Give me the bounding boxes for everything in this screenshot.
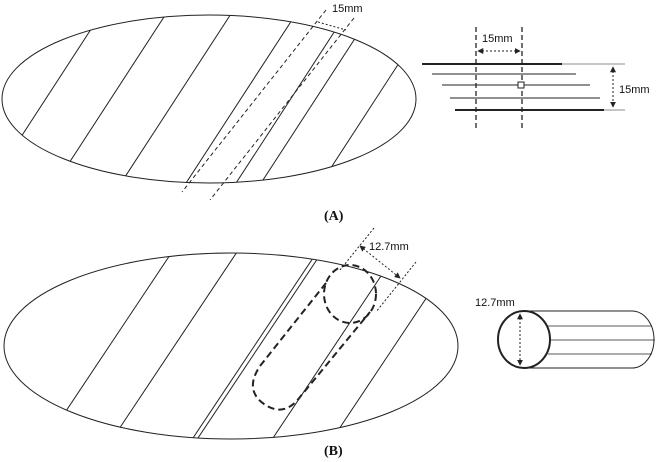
- core-diameter-dimension: [359, 245, 401, 279]
- caption-b: (B): [324, 444, 343, 459]
- coring-path: [252, 282, 371, 411]
- caption-a: (A): [324, 209, 344, 224]
- specimen-ellipse-b: [3, 252, 459, 440]
- stacked-slices: [422, 63, 604, 111]
- core-cylinder: [497, 310, 655, 369]
- fiber-lines-a: [2, 15, 416, 183]
- slice-width-dimension: [317, 21, 347, 31]
- coring-circle: [323, 264, 377, 324]
- core-extension-right: [375, 261, 417, 313]
- stack-width-label: 15mm: [482, 33, 513, 45]
- specimen-ellipse-a: [1, 14, 417, 184]
- stack-height-label: 15mm: [619, 84, 650, 96]
- panel-b: 12.7mm 12.7mm (B): [3, 227, 655, 459]
- slice-boundary-right: [209, 17, 355, 201]
- panel-a: 15mm 15mm 15mm (A): [1, 3, 650, 224]
- sample-marker: [517, 81, 525, 89]
- core-diameter-label: 12.7mm: [369, 241, 409, 253]
- fiber-lines-b: [39, 253, 458, 439]
- core-extension-left: [339, 227, 375, 271]
- cylinder-diameter-label: 12.7mm: [475, 297, 515, 309]
- slice-width-label: 15mm: [332, 3, 363, 15]
- slice-boundary-left: [181, 9, 327, 193]
